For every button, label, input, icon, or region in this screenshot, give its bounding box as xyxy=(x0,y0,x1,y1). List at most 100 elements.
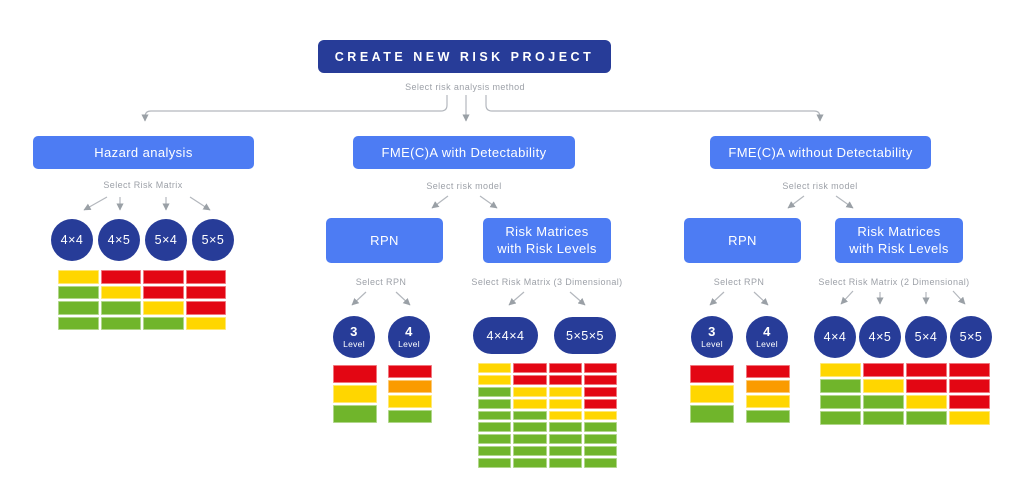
fmeca-without-detectability-box[interactable]: FME(C)A without Detectability xyxy=(710,136,931,169)
matrix-cell xyxy=(388,410,432,423)
fmeca-without-select-rpn-label: Select RPN xyxy=(713,277,765,287)
risk-matrices-label-line2: with Risk Levels xyxy=(497,240,597,256)
hazard-matrix-4x4-option[interactable]: 4×4 xyxy=(51,219,93,261)
matrix-cell xyxy=(388,380,432,393)
risk-matrices-label-line1: Risk Matrices xyxy=(505,223,589,239)
matrix-cell xyxy=(100,301,141,315)
matrix-cell xyxy=(583,422,617,433)
fmeca-with-rpn-3-level-option[interactable]: 3 Level xyxy=(333,316,375,358)
fmeca-with-rpn-box[interactable]: RPN xyxy=(326,218,443,263)
hazard-risk-matrix-preview xyxy=(58,270,226,330)
matrix-cell xyxy=(863,411,904,425)
matrix-cell xyxy=(58,285,99,299)
matrix-cell xyxy=(583,374,617,385)
risk-matrices-label-line1: Risk Matrices xyxy=(857,223,941,239)
matrix-cell xyxy=(746,380,790,393)
fmeca-with-select-rpn-label: Select RPN xyxy=(355,277,407,287)
matrix-cell xyxy=(513,458,547,468)
select-method-label: Select risk analysis method xyxy=(405,82,525,92)
fmeca-without-matrix-5x5-option[interactable]: 5×5 xyxy=(950,316,992,358)
hazard-matrix-4x5-option[interactable]: 4×5 xyxy=(98,219,140,261)
rpn-level-unit: Level xyxy=(343,338,365,349)
matrix-cell xyxy=(949,363,990,377)
matrix-cell xyxy=(143,316,184,330)
matrix-cell xyxy=(583,410,617,421)
matrix-cell xyxy=(513,374,547,385)
matrix-cell xyxy=(478,422,512,433)
matrix-cell xyxy=(583,398,617,409)
fmeca-with-matrix-5x5x5-option[interactable]: 5×5×5 xyxy=(554,317,616,354)
matrix-cell xyxy=(548,374,582,385)
matrix-cell xyxy=(906,395,947,409)
rpn-level-number: 3 xyxy=(350,324,358,340)
matrix-cell xyxy=(548,398,582,409)
matrix-cell xyxy=(58,270,99,284)
matrix-cell xyxy=(143,301,184,315)
fmeca-without-matrix-4x5-option[interactable]: 4×5 xyxy=(859,316,901,358)
rpn-level-unit: Level xyxy=(756,338,778,349)
rpn-level-number: 4 xyxy=(763,324,771,340)
matrix-cell xyxy=(513,434,547,445)
matrix-cell xyxy=(583,434,617,445)
hazard-analysis-box[interactable]: Hazard analysis xyxy=(33,136,254,169)
matrix-cell xyxy=(100,316,141,330)
matrix-cell xyxy=(820,411,861,425)
matrix-cell xyxy=(820,379,861,393)
matrix-cell xyxy=(906,363,947,377)
hazard-matrix-5x4-option[interactable]: 5×4 xyxy=(145,219,187,261)
fmeca-with-rpn-4-level-option[interactable]: 4 Level xyxy=(388,316,430,358)
matrix-cell xyxy=(690,385,734,403)
matrix-cell xyxy=(185,316,226,330)
rpn-level-number: 4 xyxy=(405,324,413,340)
matrix-cell xyxy=(513,422,547,433)
fmeca-without-matrix-4x4-option[interactable]: 4×4 xyxy=(814,316,856,358)
fmeca-without-rpn-3-level-option[interactable]: 3 Level xyxy=(691,316,733,358)
matrix-cell xyxy=(100,285,141,299)
matrix-cell xyxy=(478,386,512,397)
fmeca-with-select-model-label: Select risk model xyxy=(426,181,502,191)
matrix-cell xyxy=(949,411,990,425)
rpn-level-unit: Level xyxy=(701,338,723,349)
rpn-level-unit: Level xyxy=(398,338,420,349)
matrix-cell xyxy=(548,363,582,373)
fmeca-without-matrix-5x4-option[interactable]: 5×4 xyxy=(905,316,947,358)
matrix-cell xyxy=(548,386,582,397)
matrix-cell xyxy=(583,363,617,373)
matrix-cell xyxy=(478,410,512,421)
matrix-cell xyxy=(58,316,99,330)
fmeca-without-risk-matrices-box[interactable]: Risk Matrices with Risk Levels xyxy=(835,218,963,263)
matrix-cell xyxy=(863,395,904,409)
rpn-4-level-scale xyxy=(746,365,790,423)
risk-matrix-2d-preview xyxy=(820,363,990,425)
matrix-cell xyxy=(100,270,141,284)
matrix-cell xyxy=(478,398,512,409)
fmeca-with-detectability-box[interactable]: FME(C)A with Detectability xyxy=(353,136,575,169)
matrix-cell xyxy=(863,379,904,393)
matrix-cell xyxy=(513,386,547,397)
matrix-cell xyxy=(388,365,432,378)
matrix-cell xyxy=(513,363,547,373)
matrix-cell xyxy=(478,363,512,373)
fmeca-with-risk-matrices-box[interactable]: Risk Matrices with Risk Levels xyxy=(483,218,611,263)
matrix-cell xyxy=(746,365,790,378)
hazard-matrix-5x5-option[interactable]: 5×5 xyxy=(192,219,234,261)
matrix-cell xyxy=(513,410,547,421)
fmeca-with-matrix-4x4x4-option[interactable]: 4×4×4 xyxy=(473,317,538,354)
matrix-cell xyxy=(548,458,582,468)
matrix-cell xyxy=(690,405,734,423)
matrix-cell xyxy=(906,379,947,393)
matrix-cell xyxy=(185,285,226,299)
matrix-cell xyxy=(513,446,547,457)
fmeca-without-rpn-4-level-option[interactable]: 4 Level xyxy=(746,316,788,358)
matrix-cell xyxy=(388,395,432,408)
create-new-risk-project-button[interactable]: CREATE NEW RISK PROJECT xyxy=(318,40,611,73)
matrix-cell xyxy=(513,398,547,409)
matrix-cell xyxy=(548,434,582,445)
fmeca-without-rpn-box[interactable]: RPN xyxy=(684,218,801,263)
matrix-cell xyxy=(478,446,512,457)
risk-matrix-3d-preview xyxy=(478,363,617,468)
matrix-cell xyxy=(333,405,377,423)
matrix-cell xyxy=(583,446,617,457)
